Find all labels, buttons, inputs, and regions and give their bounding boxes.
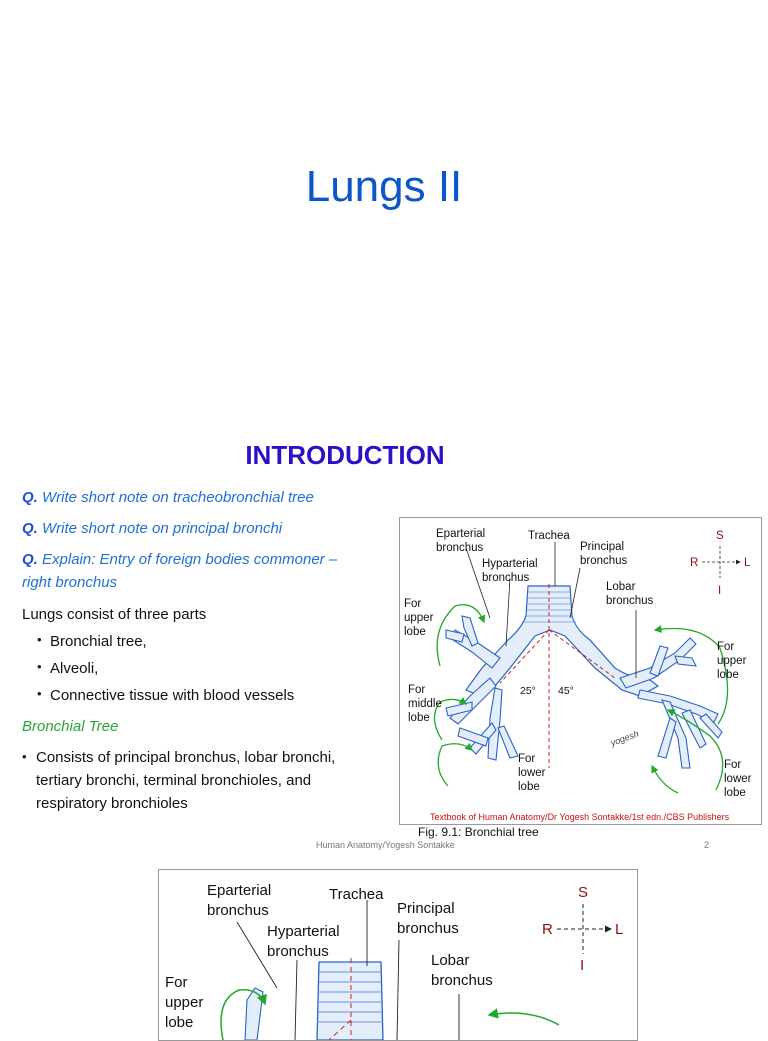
parts-item: Bronchial tree,: [37, 632, 147, 650]
parts-item: Alveoli,: [37, 659, 98, 677]
svg-text:lower: lower: [518, 767, 546, 779]
svg-text:L: L: [615, 921, 623, 938]
svg-text:lobe: lobe: [724, 787, 746, 799]
svg-text:bronchus: bronchus: [397, 920, 459, 937]
svg-text:upper: upper: [717, 655, 747, 667]
svg-text:bronchus: bronchus: [431, 972, 493, 989]
svg-text:For: For: [165, 974, 188, 991]
question-1: Q. Write short note on tracheobronchial …: [22, 489, 314, 506]
svg-text:R: R: [542, 921, 553, 938]
compass: S R L I: [690, 530, 751, 597]
bullet-dot: •: [22, 749, 27, 764]
angle-left: 45°: [558, 685, 574, 697]
svg-text:Principal: Principal: [397, 900, 455, 917]
svg-text:bronchus: bronchus: [436, 542, 484, 554]
label-hyparterial: Hyparterial: [482, 558, 538, 570]
page-number: 2: [704, 840, 710, 850]
label-principal: Principal: [580, 541, 624, 553]
question-2: Q. Write short note on principal bronchi: [22, 520, 283, 537]
trachea-shape: [465, 585, 660, 697]
svg-text:lobe: lobe: [518, 781, 540, 793]
svg-text:lobe: lobe: [717, 669, 739, 681]
svg-text:upper: upper: [404, 612, 434, 624]
bronchial-tree-figure: Eparterial bronchus Trachea Principal br…: [399, 517, 762, 825]
section-heading: INTRODUCTION: [245, 440, 445, 470]
svg-text:Lobar: Lobar: [431, 952, 469, 969]
svg-text:middle: middle: [408, 698, 442, 710]
svg-text:Eparterial: Eparterial: [207, 882, 271, 899]
bronchial-tree-diagram: Eparterial bronchus Trachea Principal br…: [404, 528, 752, 822]
svg-text:R: R: [690, 557, 698, 569]
svg-text:bronchus: bronchus: [482, 572, 530, 584]
svg-text:bronchus: bronchus: [267, 943, 329, 960]
label-right-upper: For: [404, 598, 421, 610]
svg-text:bronchus: bronchus: [207, 902, 269, 919]
svg-text:Hyparterial: Hyparterial: [267, 923, 340, 940]
svg-text:S: S: [578, 884, 588, 901]
svg-text:lobe: lobe: [165, 1014, 193, 1031]
svg-text:I: I: [580, 957, 584, 974]
svg-text:lobe: lobe: [408, 712, 430, 724]
bronchial-tree-diagram-large: Eparterial bronchus Trachea Principal br…: [165, 882, 623, 1040]
parts-intro: Lungs consist of three parts: [22, 606, 207, 623]
parts-item: Connective tissue with blood vessels: [37, 686, 294, 704]
label-trachea: Trachea: [528, 530, 570, 542]
bronchial-tree-text: Consists of principal bronchus, lobar br…: [36, 749, 336, 812]
label-lobar: Lobar: [606, 581, 636, 593]
label-right-lower: For: [518, 753, 535, 765]
svg-text:I: I: [718, 585, 721, 597]
svg-text:lower: lower: [724, 773, 752, 785]
question-3: Q. Explain: Entry of foreign bodies comm…: [22, 551, 338, 591]
label-left-upper: For: [717, 641, 734, 653]
svg-text:L: L: [744, 557, 751, 569]
footer-author: Human Anatomy/Yogesh Sontakke: [316, 840, 455, 850]
bronchial-tree-figure-large: Eparterial bronchus Trachea Principal br…: [158, 869, 638, 1041]
svg-text:bronchus: bronchus: [606, 595, 654, 607]
figure-caption: Fig. 9.1: Bronchial tree: [418, 825, 539, 839]
svg-text:bronchus: bronchus: [580, 555, 628, 567]
svg-text:Trachea: Trachea: [329, 886, 384, 903]
figure-source: Textbook of Human Anatomy/Dr Yogesh Sont…: [430, 812, 730, 822]
label-right-middle: For: [408, 684, 425, 696]
svg-text:S: S: [716, 530, 724, 542]
label-eparterial: Eparterial: [436, 528, 485, 540]
bronchial-tree-heading: Bronchial Tree: [22, 718, 119, 735]
label-left-lower: For: [724, 759, 741, 771]
svg-text:upper: upper: [165, 994, 203, 1011]
angle-right: 25°: [520, 685, 536, 697]
signature: yogesh: [608, 729, 640, 749]
slide-title: Lungs II: [305, 162, 463, 211]
svg-text:lobe: lobe: [404, 626, 426, 638]
